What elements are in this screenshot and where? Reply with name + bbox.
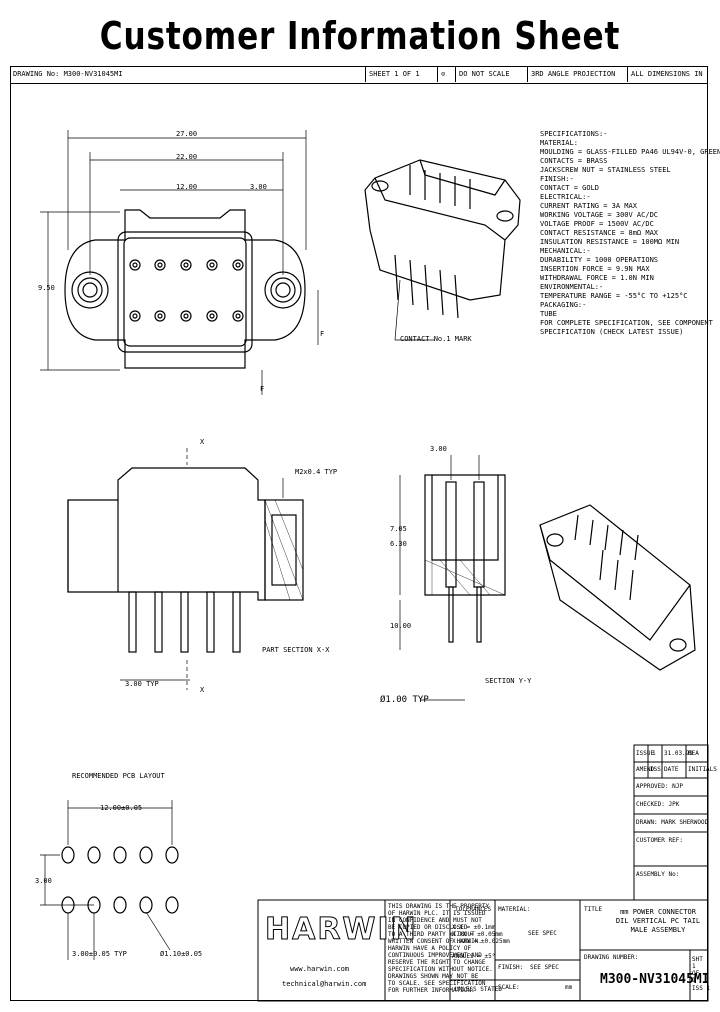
scale-value: mm [565, 984, 573, 991]
specifications: SPECIFICATIONS:- MATERIAL: MOULDING = GL… [540, 130, 720, 336]
units-label: ALL DIMENSIONS IN mm [627, 66, 708, 82]
rev-col-amend: AMEND [636, 766, 655, 773]
pcb-holes: Ø1.10±0.05 [160, 950, 203, 958]
pcb-pitch: 3.00±0.05 TYP [72, 950, 127, 958]
top-view [40, 130, 319, 395]
title-label: TITLE [584, 906, 603, 913]
mark-f-bottom: F [260, 385, 265, 393]
iso-view-bottom [539, 504, 696, 671]
side-section-caption: PART SECTION X-X [262, 646, 330, 654]
email: technical@harwin.com [282, 980, 367, 988]
pcb-layout [40, 800, 179, 960]
section-x-top: X [200, 438, 205, 446]
approved-row: APPROVED: NJP [636, 783, 683, 790]
harwin-logo: HARWIN [265, 912, 418, 948]
projection-label: 3RD ANGLE PROJECTION [527, 66, 627, 82]
unless-stated: UNLESS STATED [455, 986, 502, 993]
dim-overall: 27.00 [176, 130, 198, 138]
contact-mark-label: CONTACT No.1 MARK [400, 335, 472, 343]
rev-col-date: DATE [664, 766, 679, 773]
pcb-dim-12: 12.00±0.05 [100, 804, 143, 812]
revision-table [633, 744, 709, 901]
sheet-number: SHEET 1 OF 1 [365, 66, 437, 82]
iso-view-top [364, 159, 521, 341]
assembly-row: ASSEMBLY No: [636, 871, 680, 878]
finish-value: SEE SPEC [530, 964, 559, 971]
side-view [67, 448, 304, 690]
section-x-bottom: X [200, 686, 205, 694]
issue-label: ISS 1 [692, 985, 711, 992]
projection-icon: ⊙ [437, 66, 455, 82]
rev-head-issue: ISSUE [636, 750, 655, 757]
drawn-row: DRAWN: MARK SHERWOOD [636, 819, 709, 826]
pitch-label: 3.00 TYP [125, 680, 159, 688]
section-y-caption: SECTION Y-Y [485, 677, 532, 685]
website: www.harwin.com [290, 965, 350, 973]
rev-head-appr: BEA [688, 750, 699, 757]
page-title: Customer Information Sheet [99, 14, 621, 58]
finish-label: FINISH: [498, 964, 524, 971]
do-not-scale: DO NOT SCALE [455, 66, 527, 82]
drawing-number-value: M300-NV31045MI [600, 972, 710, 987]
copyright-notice: THIS DRAWING IS THE PROPERTY OF HARWIN P… [388, 903, 493, 994]
dim-height: 9.50 [38, 284, 55, 292]
dim-section-8: 6.30 [390, 540, 407, 548]
dim-12: 12.00 [176, 183, 198, 191]
tolerance-values: X.X = ±0.1mm X.XX = ±0.05mm X.XXX = ±0.0… [452, 924, 510, 960]
rev-col-initials: INITIALS [688, 766, 717, 773]
section-view [399, 455, 506, 701]
title-block [257, 899, 709, 1002]
rev-head-date: 31.03.99 [664, 750, 693, 757]
dim-section-10: 10.00 [390, 622, 412, 630]
dim-pitch-span: 22.00 [176, 153, 198, 161]
drawing-title: mm POWER CONNECTOR DIL VERTICAL PC TAIL … [615, 908, 701, 934]
pcb-title: RECOMMENDED PCB LAYOUT [72, 772, 165, 780]
sheet-label: SHT 1 OF 1 [692, 956, 703, 984]
material-value: SEE SPEC [528, 930, 557, 937]
dim-3: 3.00 [250, 183, 267, 191]
drawing-number-label: DRAWING NUMBER: [584, 954, 639, 961]
customer-ref-row: CUSTOMER REF: [636, 837, 683, 844]
checked-row: CHECKED: JPK [636, 801, 680, 808]
material-label: MATERIAL: [498, 906, 531, 913]
scale-label: SCALE: [498, 984, 520, 991]
dia-label: Ø1.00 TYP [380, 695, 429, 705]
rev-head-iss: 1 [652, 750, 656, 757]
dim-section-7: 7.05 [390, 525, 407, 533]
rev-col-iss: ISS [650, 766, 661, 773]
tolerances-label: TOLERANCES [455, 906, 492, 913]
pcb-dim-3: 3.00 [35, 877, 52, 885]
header-strip: DRAWING No: M300-NV31045MI SHEET 1 OF 1 … [10, 66, 708, 84]
drawing-number: DRAWING No: M300-NV31045MI [13, 70, 123, 78]
dim-section-3: 3.00 [430, 445, 447, 453]
jackscrew-label: M2x0.4 TYP [295, 468, 338, 476]
mark-f-right: F [320, 330, 325, 338]
